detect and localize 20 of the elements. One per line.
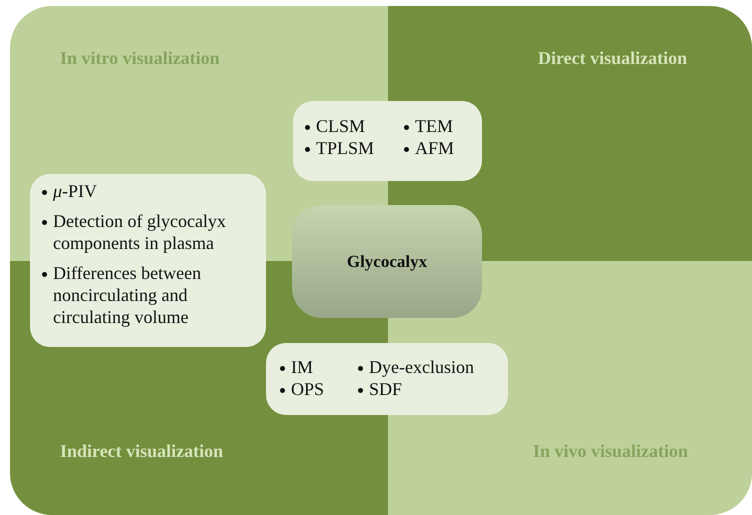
list-item: CLSM	[316, 116, 366, 136]
info-box	[266, 343, 508, 415]
info-box	[30, 174, 266, 347]
list-item: μ-PIV	[53, 181, 98, 201]
quadrant-title: In vivo visualization	[533, 441, 688, 462]
list-item: SDF	[369, 379, 402, 399]
quadrant-title: Direct visualization	[538, 48, 688, 69]
list-item: Dye-exclusion	[369, 357, 474, 377]
center-box	[292, 205, 482, 318]
list-item: TPLSM	[316, 138, 374, 158]
list-item: AFM	[415, 138, 454, 158]
center-title: Glycocalyx	[346, 252, 428, 272]
quadrant-title: Indirect visualization	[60, 441, 224, 462]
list-item: Differences between noncirculating and circulating volume	[53, 263, 202, 327]
list-item: Detection of glycocalyx components in plasma	[53, 211, 226, 253]
quadrant-title: In vitro visualization	[60, 48, 220, 69]
info-box	[293, 101, 482, 181]
list-item: OPS	[291, 379, 324, 399]
list-item: IM	[291, 357, 313, 377]
list-item: TEM	[415, 116, 453, 136]
